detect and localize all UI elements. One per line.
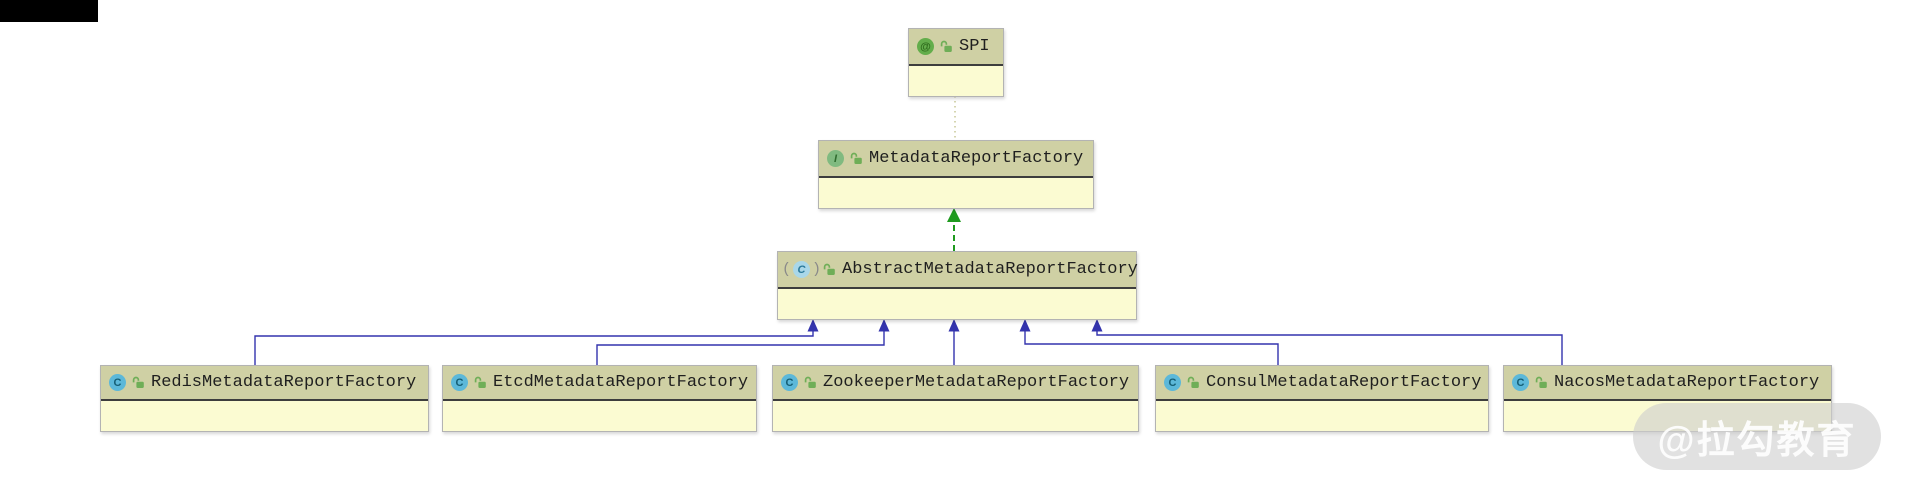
redaction-bar [0,0,98,22]
node-body [773,401,1138,431]
class-node-metadata-report-factory[interactable]: I MetadataReportFactory [818,140,1094,209]
abstract-paren-open: ( [782,261,792,278]
class-node-zookeeper-metadata-report-factory[interactable]: C ZookeeperMetadataReportFactory [772,365,1139,432]
edge-etcd-inheritance[interactable] [596,331,885,365]
open-lock-icon [940,40,953,53]
node-header: I MetadataReportFactory [819,141,1093,178]
abstract-class-icon: C [793,261,811,278]
open-lock-icon [1535,376,1548,389]
open-lock-icon [474,376,487,389]
node-header: C RedisMetadataReportFactory [101,366,428,401]
open-lock-icon [804,376,817,389]
abstract-paren-close: ) [812,261,822,278]
edge-consul-inheritance[interactable] [1024,331,1279,365]
edge-nacos-inheritance[interactable] [1096,331,1563,365]
node-body [819,178,1093,208]
class-node-etcd-metadata-report-factory[interactable]: C EtcdMetadataReportFactory [442,365,757,432]
watermark-text: @拉勾教育 [1657,420,1857,462]
node-label: NacosMetadataReportFactory [1554,373,1820,392]
edge-redis-inheritance[interactable] [254,331,814,365]
node-body [1156,401,1488,431]
open-lock-icon [823,263,836,276]
class-node-redis-metadata-report-factory[interactable]: C RedisMetadataReportFactory [100,365,429,432]
annotation-icon: @ [917,38,934,55]
class-node-spi[interactable]: @ SPI [908,28,1004,97]
class-icon: C [781,374,798,391]
edge-nacos-arrowhead [1091,319,1103,332]
node-label: EtcdMetadataReportFactory [493,373,749,392]
node-header: C EtcdMetadataReportFactory [443,366,756,401]
open-lock-icon [850,152,863,165]
node-body [443,401,756,431]
class-node-abstract-metadata-report-factory[interactable]: ( C ) AbstractMetadataReportFactory [777,251,1138,320]
node-label: SPI [959,37,990,56]
node-header: ( C ) AbstractMetadataReportFactory [778,252,1138,289]
edge-etcd-arrowhead [878,319,890,332]
node-body [101,401,428,431]
node-body [778,289,1136,319]
edge-zookeeper-arrowhead [948,319,960,332]
open-lock-icon [1187,376,1200,389]
class-icon: C [1164,374,1181,391]
edge-consul-arrowhead [1019,319,1031,332]
edge-redis-arrowhead [807,319,819,332]
node-header: C ConsulMetadataReportFactory [1156,366,1488,401]
node-label: MetadataReportFactory [869,149,1084,168]
class-icon: C [451,374,468,391]
node-header: C NacosMetadataReportFactory [1504,366,1831,401]
node-label: ConsulMetadataReportFactory [1206,373,1482,392]
class-icon: C [109,374,126,391]
open-lock-icon [132,376,145,389]
node-label: ZookeeperMetadataReportFactory [823,373,1130,392]
node-label: AbstractMetadataReportFactory [842,260,1138,279]
class-node-consul-metadata-report-factory[interactable]: C ConsulMetadataReportFactory [1155,365,1489,432]
node-body [909,66,1003,96]
watermark-badge: @拉勾教育 [1633,403,1881,470]
class-icon: C [1512,374,1529,391]
node-header: @ SPI [909,29,1003,66]
node-header: C ZookeeperMetadataReportFactory [773,366,1138,401]
edge-amrf-realization-arrowhead [947,208,961,222]
node-label: RedisMetadataReportFactory [151,373,417,392]
interface-icon: I [827,150,844,167]
